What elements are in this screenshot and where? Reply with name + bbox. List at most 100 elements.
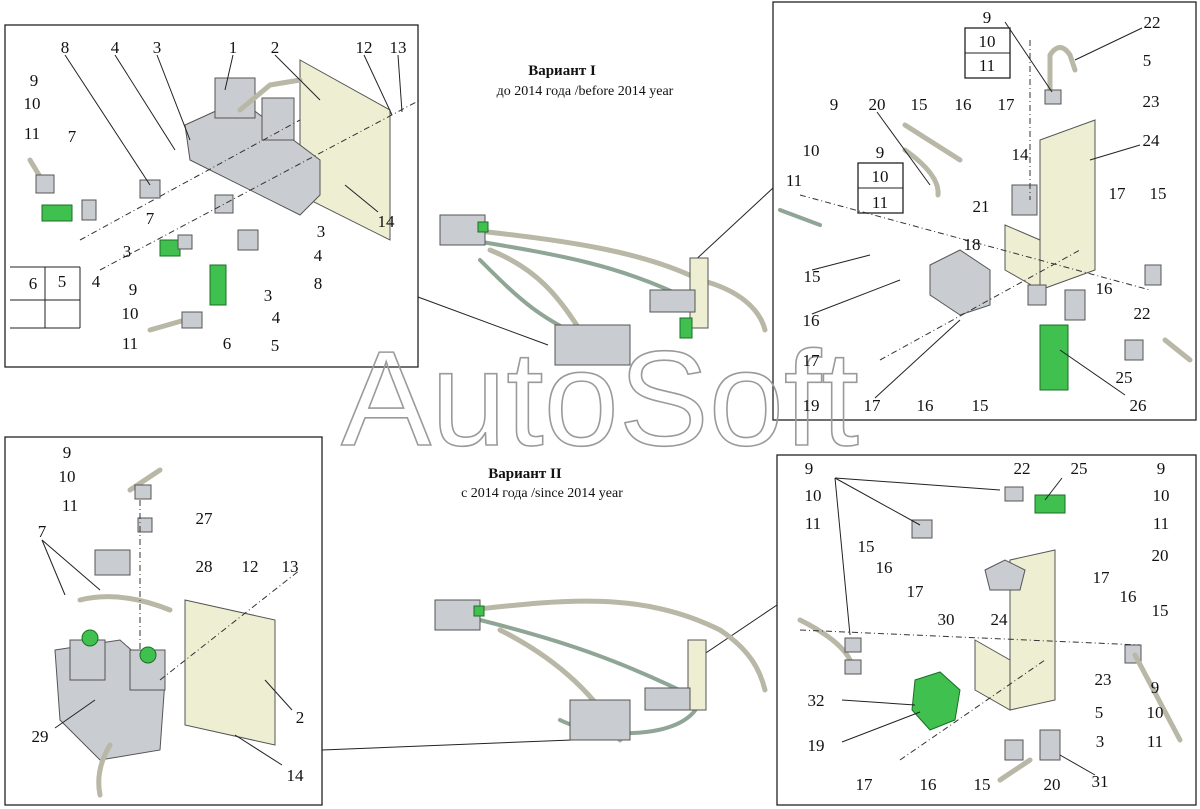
part-number-label: 15 [974, 775, 991, 794]
variant1-subtitle: до 2014 года /before 2014 year [497, 84, 674, 99]
part-number-label: 4 [272, 308, 281, 327]
part-number-label: 20 [869, 95, 886, 114]
part-number-label: 10 [122, 304, 139, 323]
part-number-label: 8 [61, 38, 70, 57]
part-number-label: 15 [911, 95, 928, 114]
part-number-label: 17 [998, 95, 1016, 114]
part-number-label: 3 [264, 286, 273, 305]
part-number-label: 12 [242, 557, 259, 576]
part-number-label: 14 [378, 212, 396, 231]
part-number-label: 6 [29, 274, 38, 293]
part-number-label: 17 [864, 396, 882, 415]
assembly-variant1 [439, 214, 768, 366]
panel2-parts [778, 21, 1193, 399]
part-number-label: 16 [955, 95, 972, 114]
part-number-label: 10 [59, 467, 76, 486]
part-number-label: 4 [314, 246, 323, 265]
part-number-label: 24 [1143, 131, 1161, 150]
watermark: AutoSoft [341, 323, 859, 474]
part-number-label: 11 [805, 514, 821, 533]
part-number-label: 15 [972, 396, 989, 415]
part-number-label: 23 [1143, 92, 1160, 111]
part-number-label: 11 [24, 124, 40, 143]
part-number-label: 17 [907, 582, 925, 601]
part-number-label: 24 [991, 610, 1009, 629]
part-number-label: 16 [917, 396, 934, 415]
part-number-label: 3 [153, 38, 162, 57]
part-number-label: 9 [30, 71, 39, 90]
part-number-label: 15 [804, 267, 821, 286]
part-number-label: 13 [282, 557, 299, 576]
part-number-label: 27 [196, 509, 214, 528]
part-number-label: 14 [1012, 145, 1030, 164]
part-number-label: 17 [1109, 184, 1127, 203]
part-number-label: 32 [808, 691, 825, 710]
part-number-label: 3 [317, 222, 326, 241]
assembly-variant2 [434, 598, 768, 743]
part-number-label: 9 [805, 459, 814, 478]
part-number-label: 11 [1147, 732, 1163, 751]
part-number-label: 19 [803, 396, 820, 415]
part-number-label: 15 [858, 537, 875, 556]
part-number-label: 11 [786, 171, 802, 190]
panel2-labels: 9 10 11 22 5 23 24 9 20 15 16 17 14 9 10… [786, 8, 1167, 415]
part-number-label: 17 [856, 775, 874, 794]
part-number-label: 9 [63, 443, 72, 462]
panel4-frame [776, 454, 1197, 806]
part-number-label: 16 [1120, 587, 1137, 606]
variant2-title: Вариант II [488, 466, 562, 482]
part-number-label: 11 [122, 334, 138, 353]
part-number-label: 16 [920, 775, 937, 794]
part-number-label: 9 [1157, 459, 1166, 478]
part-number-label: 15 [1152, 601, 1169, 620]
variant2-subtitle: с 2014 года /since 2014 year [461, 486, 623, 501]
part-number-label: 10 [1147, 703, 1164, 722]
part-number-label: 25 [1071, 459, 1088, 478]
part-number-label: 26 [1130, 396, 1147, 415]
part-number-label: 5 [1095, 703, 1104, 722]
part-number-label: 9 [983, 8, 992, 27]
part-number-label: 3 [123, 242, 132, 261]
part-number-label: 7 [38, 522, 47, 541]
part-number-label: 31 [1092, 772, 1109, 791]
panel2-frame [772, 1, 1197, 421]
part-number-label: 15 [1150, 184, 1167, 203]
part-number-label: 1 [229, 38, 238, 57]
panel1-parts [10, 54, 421, 333]
variant1-title: Вариант I [528, 63, 596, 79]
part-number-label: 4 [111, 38, 120, 57]
part-number-label: 30 [938, 610, 955, 629]
part-number-label: 2 [271, 38, 280, 57]
part-number-label: 2 [296, 708, 305, 727]
part-number-label: 11 [62, 496, 78, 515]
part-number-label: 5 [271, 336, 280, 355]
panel4-parts [797, 477, 1183, 783]
part-number-label: 20 [1152, 546, 1169, 565]
part-number-label: 28 [196, 557, 213, 576]
panel4-labels: 9 10 11 22 25 9 10 11 20 15 16 17 30 24 … [805, 459, 1170, 794]
part-number-label: 16 [1096, 279, 1113, 298]
part-number-label: 16 [803, 311, 820, 330]
part-number-label: 10 [805, 486, 822, 505]
panel3-labels: 9 10 11 27 7 28 12 13 29 2 14 [32, 443, 305, 785]
part-number-label: 10 [1153, 486, 1170, 505]
part-number-label: 10 [979, 32, 996, 51]
part-number-label: 22 [1144, 13, 1161, 32]
part-number-label: 5 [1143, 51, 1152, 70]
part-number-label: 29 [32, 727, 49, 746]
part-number-label: 22 [1134, 304, 1151, 323]
part-number-label: 9 [1151, 678, 1160, 697]
part-number-label: 10 [872, 167, 889, 186]
part-number-label: 9 [876, 143, 885, 162]
panel1-frame [4, 24, 419, 368]
part-number-label: 20 [1044, 775, 1061, 794]
panel1-labels: 9 10 11 7 8 4 3 1 2 12 13 6 5 4 3 9 10 1… [24, 38, 407, 355]
part-number-label: 6 [223, 334, 232, 353]
part-number-label: 8 [314, 274, 323, 293]
part-number-label: 11 [872, 193, 888, 212]
part-number-label: 22 [1014, 459, 1031, 478]
part-number-label: 16 [876, 558, 893, 577]
part-number-label: 3 [1096, 732, 1105, 751]
panel3-parts [41, 467, 301, 798]
